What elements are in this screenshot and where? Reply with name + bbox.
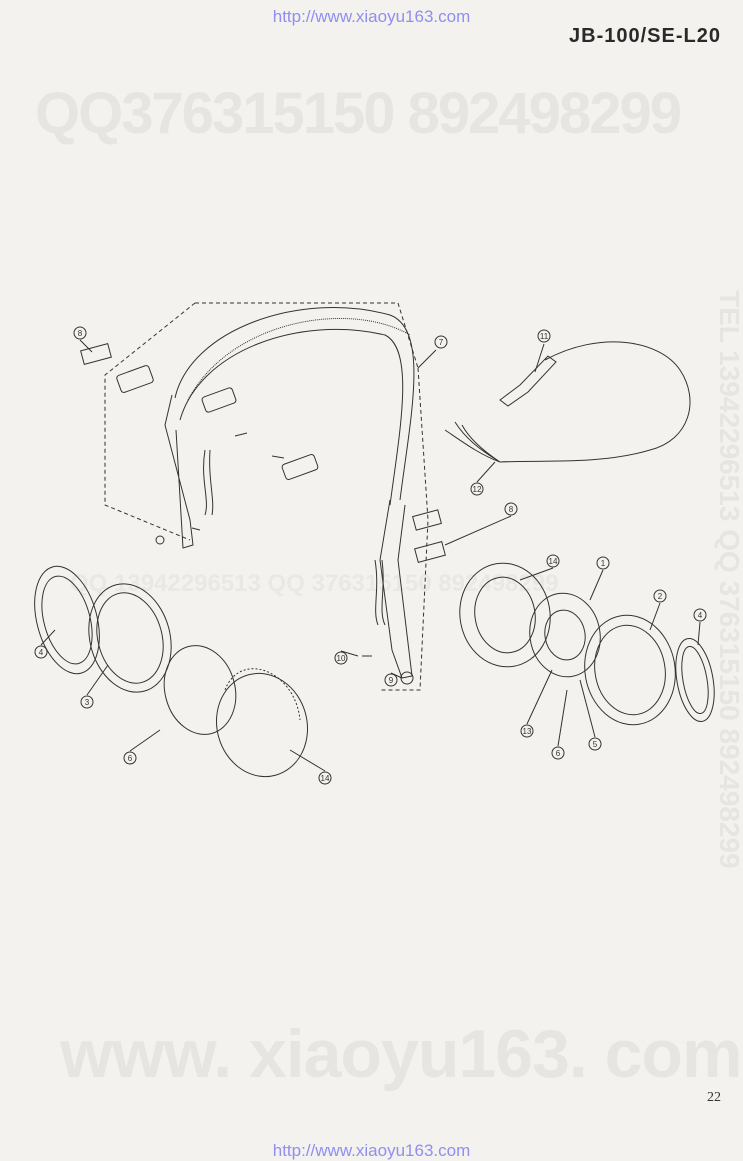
watermark-site: www. xiaoyu163. com xyxy=(60,1016,742,1092)
callout-4: 4 xyxy=(34,645,48,659)
washer xyxy=(155,535,165,545)
hinge-block xyxy=(281,454,319,480)
callout-9: 9 xyxy=(384,673,398,687)
cord xyxy=(499,341,691,463)
callout-2: 2 xyxy=(653,589,667,603)
page-number: 22 xyxy=(707,1090,721,1105)
screw xyxy=(191,432,372,657)
hinge-block xyxy=(201,387,237,413)
callout-14: 14 xyxy=(318,771,332,785)
svg-text:13: 13 xyxy=(523,727,532,736)
svg-text:10: 10 xyxy=(337,654,346,663)
callout-1: 1 xyxy=(596,556,610,570)
watermark-qq-mid: QQ 13942296513 QQ 376315150 892498299 xyxy=(70,570,559,597)
svg-text:4: 4 xyxy=(698,611,703,620)
callout-12: 12 xyxy=(470,482,484,496)
svg-text:1: 1 xyxy=(601,559,606,568)
callout-10: 10 xyxy=(334,651,348,665)
callout-5: 5 xyxy=(588,737,602,751)
callout-14: 14 xyxy=(546,554,560,568)
callout-8: 8 xyxy=(504,502,518,516)
svg-text:3: 3 xyxy=(85,698,90,707)
svg-text:14: 14 xyxy=(321,774,330,783)
callout-3: 3 xyxy=(80,695,94,709)
svg-text:14: 14 xyxy=(549,557,558,566)
callout-13: 13 xyxy=(520,724,534,738)
watermark-qq: QQ376315150 892498299 xyxy=(35,81,682,146)
svg-text:8: 8 xyxy=(78,329,83,338)
svg-text:6: 6 xyxy=(556,749,561,758)
svg-text:9: 9 xyxy=(389,676,394,685)
leader-lines xyxy=(40,339,701,772)
svg-text:2: 2 xyxy=(658,592,663,601)
cord-wires xyxy=(444,421,501,463)
callout-6: 6 xyxy=(551,746,565,760)
badge-l xyxy=(414,541,446,563)
callout-6: 6 xyxy=(123,751,137,765)
callout-7: 7 xyxy=(434,335,448,349)
hinge-block xyxy=(116,365,154,393)
footer-url[interactable]: http://www.xiaoyu163.com xyxy=(272,1141,471,1160)
svg-text:4: 4 xyxy=(39,648,44,657)
left-earcup xyxy=(34,565,309,778)
callout-8: 8 xyxy=(73,326,87,340)
svg-text:11: 11 xyxy=(540,332,549,341)
svg-text:8: 8 xyxy=(509,505,514,514)
plug xyxy=(499,355,557,407)
right-earcup xyxy=(459,562,715,726)
model-title: JB-100/SE-L20 xyxy=(569,25,721,47)
callout-11: 11 xyxy=(537,329,551,343)
svg-text:6: 6 xyxy=(128,754,133,763)
svg-text:12: 12 xyxy=(473,485,482,494)
callout-4: 4 xyxy=(693,608,707,622)
svg-text:5: 5 xyxy=(593,740,598,749)
header-url[interactable]: http://www.xiaoyu163.com xyxy=(272,7,471,26)
badge-left xyxy=(80,343,112,365)
badge-right xyxy=(412,509,442,531)
headband xyxy=(164,307,415,679)
svg-text:7: 7 xyxy=(439,338,444,347)
